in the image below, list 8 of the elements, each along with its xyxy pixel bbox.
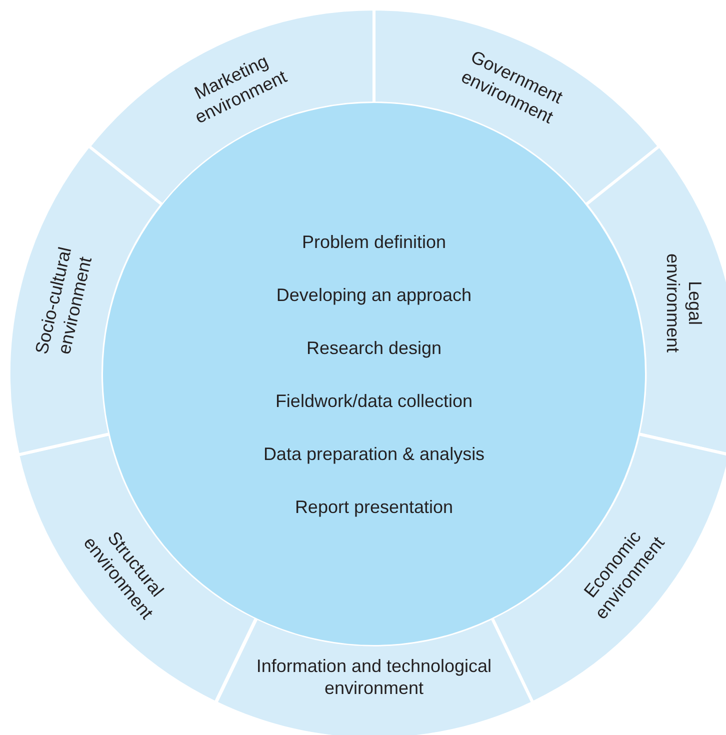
step-label: Fieldwork/data collection: [275, 390, 473, 412]
step-label: Report presentation: [294, 496, 454, 518]
step-label: Developing an approach: [276, 284, 472, 306]
step-label: Problem definition: [302, 230, 446, 252]
step-label: Data preparation & analysis: [263, 442, 485, 464]
segment-label: Information and technological environment: [255, 654, 493, 699]
step-label: Research design: [306, 336, 442, 358]
segment-label: Legal environment: [662, 252, 706, 355]
